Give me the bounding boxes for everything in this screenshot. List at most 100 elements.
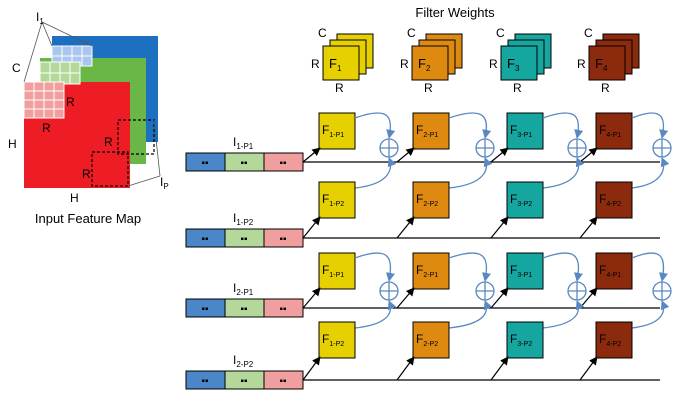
partial-sum-arrow-top xyxy=(354,252,395,282)
input-row-label: I1-P1 xyxy=(233,135,254,151)
pe-label: F4-P2 xyxy=(599,332,621,348)
label-R-small-bottom: R xyxy=(42,121,51,135)
filter-label-C: C xyxy=(496,26,505,40)
input-cell-dots: ▪▪ xyxy=(201,376,209,387)
pe-label: F4-P1 xyxy=(599,263,621,279)
pe-label: F2-P1 xyxy=(416,263,438,279)
pe-label: F4-P2 xyxy=(599,192,621,208)
filter-label-C: C xyxy=(407,26,416,40)
dashed-window-back xyxy=(117,119,155,155)
input-row-label: I2-P1 xyxy=(233,281,254,297)
input-row-label: I1-P2 xyxy=(233,211,254,227)
pe-input-arrow xyxy=(490,216,509,239)
label-IP: IP xyxy=(160,175,169,191)
pe-box xyxy=(506,252,544,290)
input-cell-dots: ▪▪ xyxy=(240,376,248,387)
label-R-small-right: R xyxy=(66,95,75,109)
label-R-large-bottom: R xyxy=(82,167,91,181)
pe-label: F3-P2 xyxy=(510,332,532,348)
label-H-side: H xyxy=(8,137,17,151)
filter-sheet xyxy=(500,45,538,81)
pe-label: F1-P2 xyxy=(322,192,344,208)
filter-label: F1 xyxy=(329,56,342,73)
filter-label: F2 xyxy=(418,56,431,73)
pe-box xyxy=(506,112,544,150)
input-cell-dots: ▪▪ xyxy=(201,304,209,315)
filter-label: F4 xyxy=(595,56,608,73)
pe-label: F2-P2 xyxy=(416,332,438,348)
input-feature-map: I1 C H H R R R R IP Input Feature Map xyxy=(8,10,169,226)
input-cell-dots: ▪▪ xyxy=(279,304,287,315)
input-cell-dots: ▪▪ xyxy=(279,158,287,169)
pe-box xyxy=(595,181,633,219)
partial-sum-arrow-top xyxy=(448,252,491,282)
partial-sum-arrow-top xyxy=(631,112,669,139)
pe-input-arrow xyxy=(396,287,415,309)
partial-sum-arrow-bottom xyxy=(631,300,670,329)
partial-sum-arrow-bottom xyxy=(448,300,493,329)
pe-box xyxy=(506,181,544,219)
pe-label: F2-P2 xyxy=(416,192,438,208)
filter-label-R-side: R xyxy=(489,57,498,71)
pe-input-arrow xyxy=(302,287,321,309)
input-cell-dots: ▪▪ xyxy=(279,234,287,245)
label-H-bottom: H xyxy=(70,191,79,205)
filter-stack-4: F4 C R R xyxy=(577,26,640,95)
input-row-label: I2-P2 xyxy=(233,353,254,369)
filter-weights-title: Filter Weights xyxy=(415,5,495,20)
pe-label: F3-P1 xyxy=(510,263,532,279)
partial-sum-arrow-top xyxy=(354,112,396,139)
pe-input-arrow xyxy=(490,356,509,381)
pe-input-arrow xyxy=(396,147,415,163)
partial-sum-arrow-top xyxy=(448,112,492,139)
pe-box xyxy=(595,321,633,359)
dashed-window-front xyxy=(91,151,129,187)
filter-label-R-bottom: R xyxy=(513,81,522,95)
label-R-large-right: R xyxy=(104,135,113,149)
partial-sum-arrow-top xyxy=(542,112,584,139)
input-cell-dots: ▪▪ xyxy=(240,158,248,169)
partial-sum-arrow-bottom xyxy=(354,157,397,189)
input-cell-dots: ▪▪ xyxy=(240,234,248,245)
pe-box xyxy=(595,252,633,290)
pe-box xyxy=(412,321,450,359)
partial-sum-arrow-bottom xyxy=(542,157,585,189)
input-feature-map-caption: Input Feature Map xyxy=(35,211,141,226)
pe-input-arrow xyxy=(490,147,509,163)
pe-input-arrow xyxy=(302,216,321,239)
input-cell-dots: ▪▪ xyxy=(279,376,287,387)
filter-label-R-bottom: R xyxy=(601,81,610,95)
filter-sheet xyxy=(322,45,360,81)
perspective-lines xyxy=(23,21,161,187)
partial-sum-arrow-bottom xyxy=(631,157,670,189)
pe-input-arrow xyxy=(490,287,509,309)
input-cell-dots: ▪▪ xyxy=(240,304,248,315)
filter-label-R-side: R xyxy=(577,57,586,71)
pe-box xyxy=(318,252,356,290)
filter-label-R-side: R xyxy=(400,57,409,71)
grid-green-patch xyxy=(39,61,81,85)
label-C-left: C xyxy=(12,61,21,75)
pe-box xyxy=(506,321,544,359)
pe-box xyxy=(318,321,356,359)
filter-label-R-side: R xyxy=(311,57,320,71)
partial-sum-arrow-top xyxy=(542,252,583,282)
pe-label: F4-P1 xyxy=(599,123,621,139)
pe-box xyxy=(412,181,450,219)
pe-input-arrow xyxy=(579,356,598,381)
pe-input-arrow xyxy=(579,216,598,239)
filter-label-C: C xyxy=(584,26,593,40)
pe-label: F1-P1 xyxy=(322,123,344,139)
pe-label: F3-P1 xyxy=(510,123,532,139)
partial-sum-arrow-bottom xyxy=(354,300,397,329)
filter-label: F3 xyxy=(507,56,520,73)
label-I1: I1 xyxy=(36,10,44,26)
pe-box xyxy=(412,112,450,150)
